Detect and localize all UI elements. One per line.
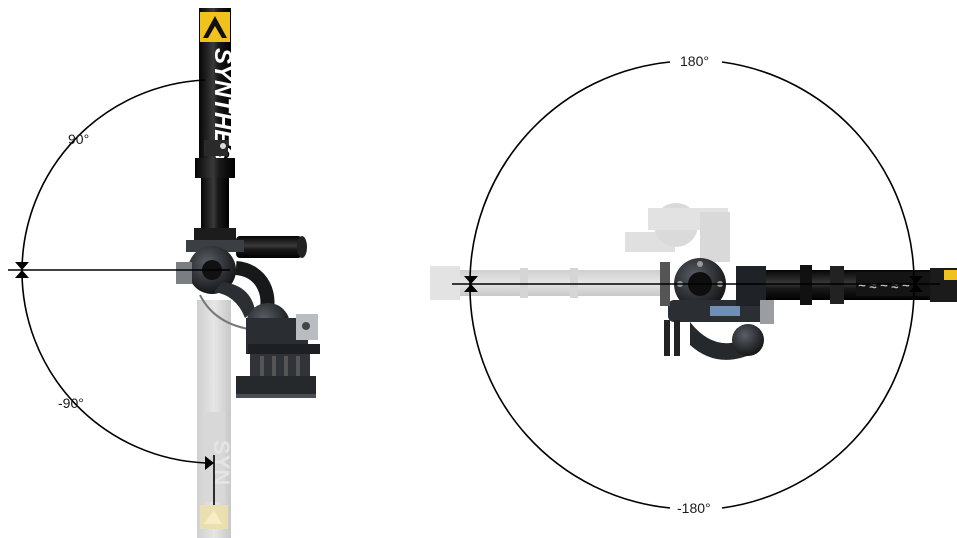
ghost-barrel-lower: SYN [197, 300, 234, 538]
arrow-up-icon [909, 276, 923, 284]
arrow-down-icon [909, 284, 923, 292]
arrow-right-icon [205, 456, 214, 470]
side-actuator [236, 236, 307, 258]
angle-label-minus-180: -180° [677, 500, 711, 516]
angle-label-90: 90° [68, 131, 89, 147]
rotation-arc-vertical [8, 79, 230, 505]
arrow-down-icon [464, 284, 478, 292]
barrel-upright: SYNTHESE [194, 8, 236, 242]
right-top-view: ~ ≈ ~ ≈ ~ [430, 53, 957, 516]
barrel-horizontal: ~ ≈ ~ ≈ ~ [760, 265, 957, 305]
rotation-circle [452, 61, 940, 509]
angle-label-minus-90: -90° [58, 395, 84, 411]
svg-text:~ ≈ ~ ≈ ~: ~ ≈ ~ ≈ ~ [858, 278, 910, 293]
angle-label-180: 180° [680, 53, 709, 69]
arrow-down-icon [15, 270, 29, 278]
brand-logo-text: SYNTHESE [209, 48, 236, 178]
arrow-up-icon [464, 276, 478, 284]
arrow-up-icon [15, 262, 29, 270]
monitor-body [660, 258, 774, 360]
left-side-view: SYN SYNTHESE [8, 8, 320, 538]
